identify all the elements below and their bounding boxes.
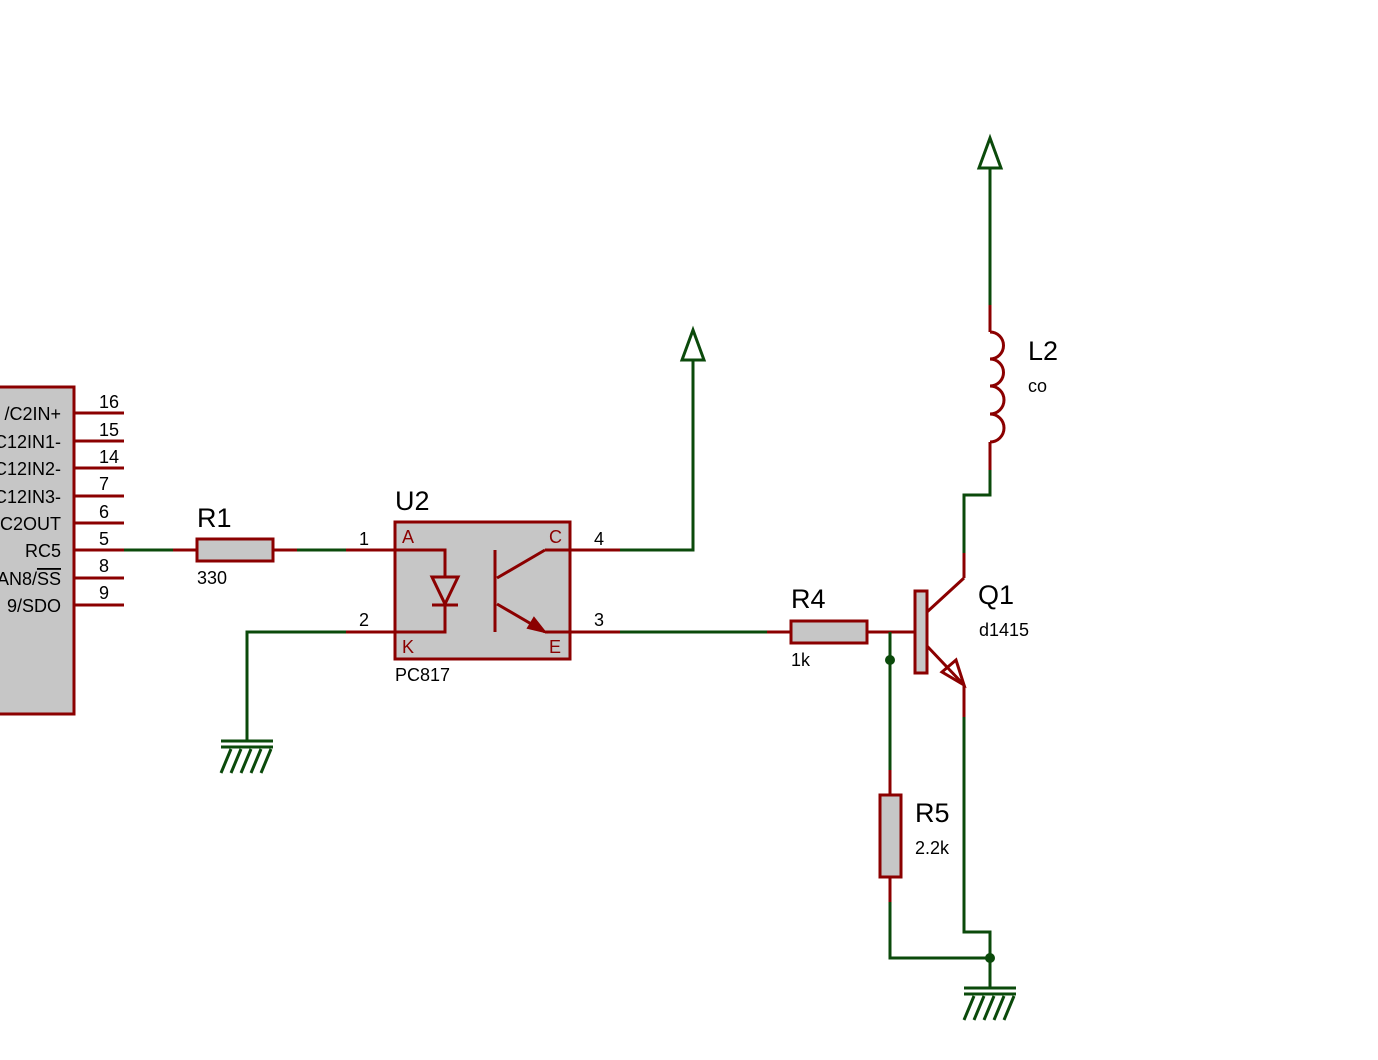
mcu-pin-labels: /C2IN+ C12IN1- C12IN2- C12IN3- C2OUT RC5…: [0, 404, 61, 616]
wire: [620, 360, 695, 552]
component-ref: R1: [197, 503, 232, 533]
mcu-pin-number: 5: [99, 529, 109, 549]
component-value: 1k: [791, 650, 811, 670]
mcu-pin-label: C12IN2-: [0, 459, 61, 479]
resistor-body: [878, 793, 903, 879]
pin-label: E: [549, 637, 561, 657]
mcu-pin-label: 9/SDO: [7, 596, 61, 616]
mcu-pin-label: AN8/SS: [0, 569, 61, 589]
component-ref: U2: [395, 486, 430, 516]
component-value: 330: [197, 568, 227, 588]
mcu-pin-label: C2OUT: [0, 514, 61, 534]
mcu-pin-numbers: 16 15 14 7 6 5 8 9: [99, 392, 119, 603]
component-ref: Q1: [978, 580, 1014, 610]
mcu-pin-label: C12IN1-: [0, 432, 61, 452]
component-value: 2.2k: [915, 838, 950, 858]
optocoupler-body: [393, 520, 572, 661]
junction-dot-icon: [885, 655, 895, 665]
mcu-pin-number: 6: [99, 502, 109, 522]
mcu-pin-label-overbar: SS: [37, 569, 61, 589]
mcu-pin-number: 16: [99, 392, 119, 412]
led-icon: [395, 548, 461, 634]
wire: [888, 902, 990, 960]
component-ref: R4: [791, 584, 826, 614]
mcu-pin-number: 9: [99, 583, 109, 603]
component-ref: R5: [915, 798, 950, 828]
wire: [245, 630, 346, 740]
pin-number: 1: [359, 529, 369, 549]
mcu-chip[interactable]: /C2IN+ C12IN1- C12IN2- C12IN3- C2OUT RC5…: [0, 385, 124, 716]
component-value: PC817: [395, 665, 450, 685]
ground-icon: [219, 739, 273, 774]
resistor-r1[interactable]: R1 330: [173, 503, 297, 588]
power-arrow-icon: [679, 325, 707, 362]
transistor-base-bar: [913, 589, 929, 675]
optocoupler-u2[interactable]: A K C E 1 2 4 3 U2 PC817: [346, 486, 620, 685]
pin-label: K: [402, 637, 414, 657]
inductor-coil-icon: [989, 330, 1006, 444]
ground-icon: [962, 986, 1016, 1021]
component-value: co: [1028, 376, 1047, 396]
junction-dot-icon: [985, 953, 995, 963]
resistor-r5[interactable]: R5 2.2k: [878, 770, 950, 902]
wire: [962, 717, 992, 987]
power-arrow-icon: [976, 133, 1004, 170]
pin-label: A: [402, 527, 414, 547]
wires: [124, 168, 992, 987]
pin-label: C: [549, 527, 562, 547]
phototransistor-icon: [493, 548, 570, 634]
component-value: d1415: [979, 620, 1029, 640]
resistor-body: [195, 537, 275, 563]
resistor-body: [789, 619, 869, 645]
mcu-pin-label: C12IN3-: [0, 487, 61, 507]
wire: [962, 470, 992, 553]
component-ref: L2: [1028, 336, 1058, 366]
resistor-r4[interactable]: R4 1k: [767, 584, 915, 670]
mcu-pin-number: 7: [99, 474, 109, 494]
pin-number: 2: [359, 610, 369, 630]
mcu-pin-number: 15: [99, 420, 119, 440]
mcu-pin-number: 8: [99, 556, 109, 576]
inductor-l2[interactable]: L2 co: [988, 305, 1058, 470]
mcu-pin-label: /C2IN+: [4, 404, 61, 424]
pin-number: 3: [594, 610, 604, 630]
mcu-pin-label-prefix: AN8/: [0, 569, 37, 589]
pin-number: 4: [594, 529, 604, 549]
mcu-pin-label: RC5: [25, 541, 61, 561]
mcu-pin-lines: [74, 411, 124, 607]
emitter-arrow-icon: [939, 657, 967, 689]
transistor-q1[interactable]: Q1 d1415: [913, 553, 1029, 717]
mcu-pin-number: 14: [99, 447, 119, 467]
